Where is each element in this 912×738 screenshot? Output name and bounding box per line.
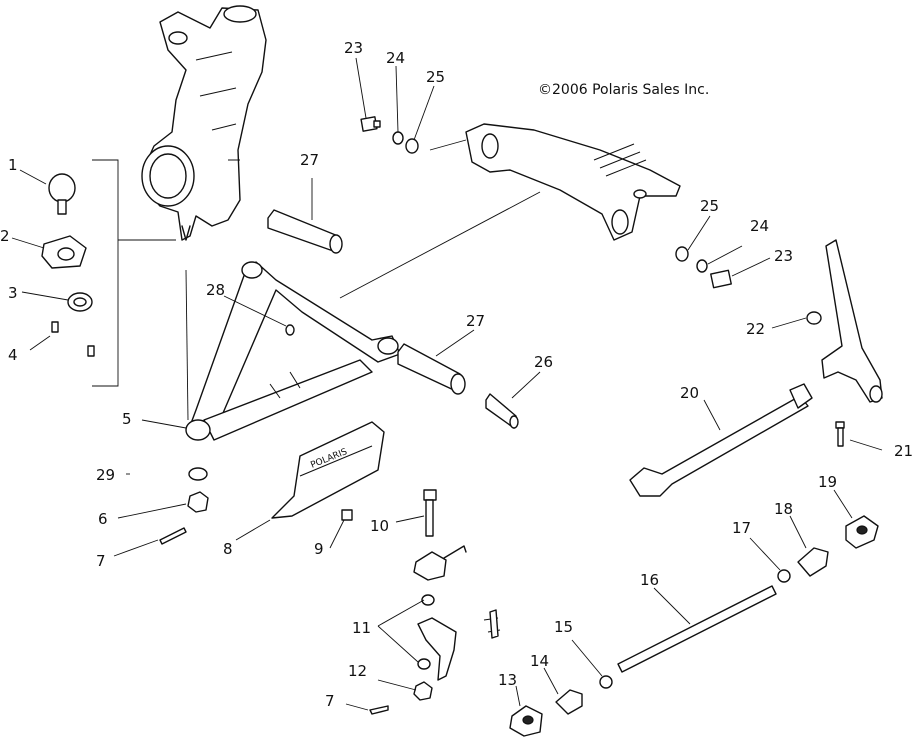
callout-15: 15 <box>554 618 573 636</box>
callout-7a: 7 <box>96 552 106 570</box>
washer-11-top <box>421 594 435 606</box>
steering-rod-20 <box>629 383 813 497</box>
callout-12: 12 <box>348 662 367 680</box>
lock-washer-24-top <box>392 131 404 145</box>
callout-6: 6 <box>98 510 108 528</box>
callout-3: 3 <box>8 284 18 302</box>
callout-labels: 1 2 3 4 5 6 7 7 8 9 10 11 12 13 14 15 16… <box>0 39 912 710</box>
bushing-27-top <box>267 209 343 254</box>
nut-6 <box>187 491 209 513</box>
cotter-pin-7-lower <box>369 705 389 715</box>
washer-15 <box>599 675 613 689</box>
callout-11: 11 <box>352 619 371 637</box>
bolt-10 <box>423 489 437 537</box>
callout-21: 21 <box>894 442 912 460</box>
tie-rod-link <box>417 609 501 681</box>
callout-25a: 25 <box>426 68 445 86</box>
nut-12 <box>413 681 433 701</box>
tie-rod-end-13 <box>509 705 543 737</box>
tie-rod-end-19 <box>845 515 879 549</box>
callout-14: 14 <box>530 652 549 670</box>
callout-23a: 23 <box>344 39 363 57</box>
cotter-pin-7 <box>159 527 187 545</box>
copyright-notice: ©2006 Polaris Sales Inc. <box>538 82 709 98</box>
callout-23b: 23 <box>774 247 793 265</box>
nut-9 <box>341 509 353 521</box>
callout-27a: 27 <box>300 151 319 169</box>
washer-17 <box>777 569 791 583</box>
ball-joint-plate-2 <box>41 235 87 269</box>
callout-24a: 24 <box>386 49 405 67</box>
callout-20: 20 <box>680 384 699 402</box>
callout-16: 16 <box>640 571 659 589</box>
callout-7b: 7 <box>325 692 335 710</box>
ball-joint-1 <box>48 173 76 215</box>
callout-13: 13 <box>498 671 517 689</box>
bolt-23-right <box>710 269 732 289</box>
callout-27b: 27 <box>466 312 485 330</box>
callout-1: 1 <box>8 156 18 174</box>
callout-25b: 25 <box>700 197 719 215</box>
callout-28: 28 <box>206 281 225 299</box>
callout-8: 8 <box>223 540 233 558</box>
washer-11-lower <box>417 658 431 670</box>
bushing-27-lower <box>397 343 466 395</box>
washer-29 <box>188 467 208 481</box>
jam-nut-14 <box>555 689 583 715</box>
jam-nut-18 <box>797 547 829 577</box>
callout-9: 9 <box>314 540 324 558</box>
callout-10: 10 <box>370 517 389 535</box>
callout-26: 26 <box>534 353 553 371</box>
tie-rod-16 <box>617 585 777 673</box>
flat-washer-25-top <box>405 138 419 154</box>
pivot-shaft-26 <box>485 393 519 429</box>
retaining-ring-3 <box>67 292 93 312</box>
steering-post <box>821 239 883 403</box>
callout-2: 2 <box>0 227 10 245</box>
bolt-23-top <box>360 116 381 132</box>
skid-plate-8: POLARIS <box>271 421 385 519</box>
leader-lines <box>11 57 883 711</box>
callout-5: 5 <box>122 410 132 428</box>
callout-29: 29 <box>96 466 115 484</box>
grease-fitting-28 <box>285 324 295 336</box>
callout-22: 22 <box>746 320 765 338</box>
nut-22 <box>806 311 822 325</box>
callout-19: 19 <box>818 473 837 491</box>
bolt-21 <box>835 421 845 447</box>
callout-24b: 24 <box>750 217 769 235</box>
rod-end-upper <box>413 545 467 581</box>
lock-washer-24-right <box>696 259 708 273</box>
flat-washer-25-right <box>675 246 689 262</box>
group-bracket <box>92 159 119 387</box>
callout-17: 17 <box>732 519 751 537</box>
small-bolt-4 <box>51 321 95 357</box>
frame-crossmember <box>465 123 681 241</box>
callout-18: 18 <box>774 500 793 518</box>
callout-4: 4 <box>8 346 18 364</box>
spindle-knuckle <box>141 5 267 241</box>
